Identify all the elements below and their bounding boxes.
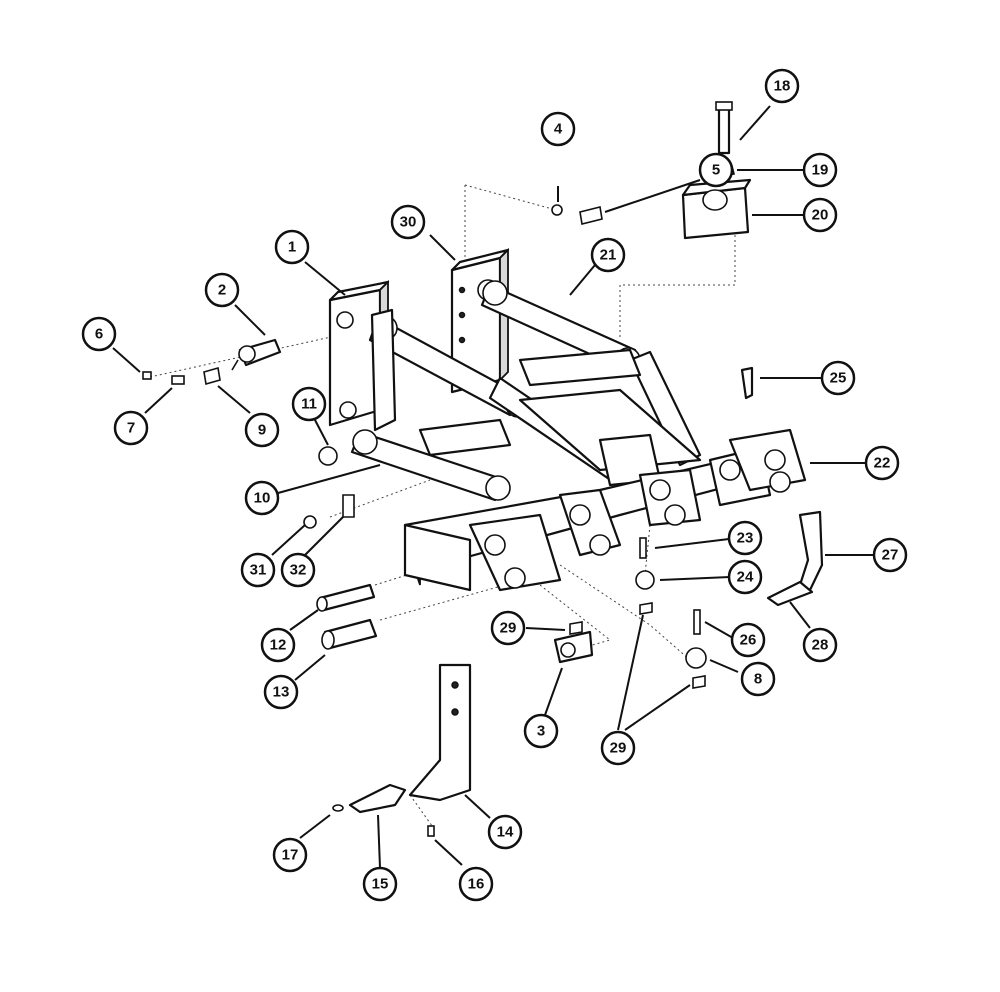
- callout-21: 21: [590, 237, 626, 273]
- callout-label: 4: [554, 121, 563, 138]
- callout-23: 23: [727, 520, 763, 556]
- callout-19: 19: [802, 152, 838, 188]
- callout-label: 27: [882, 547, 899, 564]
- callout-29-lower: 29: [600, 730, 636, 766]
- callout-label: 15: [372, 876, 389, 893]
- callout-13: 13: [263, 674, 299, 710]
- handle-part: [231, 338, 282, 371]
- callout-label: 16: [468, 876, 485, 893]
- callout-31: 31: [240, 552, 276, 588]
- cross-frame: [418, 348, 702, 487]
- callout-7: 7: [113, 410, 149, 446]
- callout-28: 28: [802, 627, 838, 663]
- callout-label: 25: [830, 370, 847, 387]
- callout-20: 20: [802, 197, 838, 233]
- callout-label: 12: [270, 637, 287, 654]
- callout-9: 9: [244, 412, 280, 448]
- callout-label: 31: [250, 562, 267, 579]
- callout-4: 4: [540, 111, 576, 147]
- callout-10: 10: [244, 480, 280, 516]
- callout-label: 18: [774, 78, 791, 95]
- callout-label: 30: [400, 214, 417, 231]
- callout-11: 11: [291, 386, 327, 422]
- callout-label: 29: [610, 740, 627, 757]
- callout-32: 32: [280, 552, 316, 588]
- callout-24: 24: [727, 559, 763, 595]
- callout-18: 18: [764, 68, 800, 104]
- callout-label: 13: [273, 684, 290, 701]
- callout-14: 14: [487, 814, 523, 850]
- callout-label: 32: [290, 562, 307, 579]
- callout-22: 22: [864, 445, 900, 481]
- small-hardware: [142, 204, 707, 689]
- callout-label: 21: [600, 247, 617, 264]
- callout-label: 10: [254, 490, 271, 507]
- callout-6: 6: [81, 316, 117, 352]
- callout-27: 27: [872, 537, 908, 573]
- callout-1: 1: [274, 229, 310, 265]
- callout-25: 25: [820, 360, 856, 396]
- callout-label: 23: [737, 530, 754, 547]
- callout-label: 20: [812, 207, 829, 224]
- callout-12: 12: [260, 627, 296, 663]
- callout-15: 15: [362, 866, 398, 902]
- callout-label: 3: [537, 723, 545, 740]
- parts-artwork: [142, 101, 824, 837]
- callout-label: 29: [500, 620, 517, 637]
- callout-label: 1: [288, 239, 296, 256]
- callout-30: 30: [390, 204, 426, 240]
- callout-label: 19: [812, 162, 829, 179]
- callout-label: 17: [282, 847, 299, 864]
- pins: [316, 583, 378, 650]
- callout-17: 17: [272, 837, 308, 873]
- callout-label: 7: [127, 420, 135, 437]
- callout-29-upper: 29: [490, 610, 526, 646]
- callout-label: 11: [301, 396, 317, 413]
- callout-3: 3: [523, 713, 559, 749]
- callout-26: 26: [730, 622, 766, 658]
- clamp-assembly: [681, 101, 752, 240]
- callout-label: 26: [740, 632, 757, 649]
- callout-label: 22: [874, 455, 891, 472]
- callout-label: 6: [95, 326, 103, 343]
- clip-part: [740, 366, 754, 400]
- callout-label: 9: [258, 422, 266, 439]
- leader-lines: [112, 105, 875, 869]
- callout-label: 5: [712, 162, 720, 179]
- callout-label: 24: [737, 569, 754, 586]
- shank-lower: [332, 663, 472, 837]
- callout-8: 8: [740, 661, 776, 697]
- shank-right: [766, 510, 824, 607]
- callout-label: 2: [218, 282, 226, 299]
- shank-brackets: [468, 428, 807, 592]
- callout-2: 2: [204, 272, 240, 308]
- callout-label: 28: [812, 637, 829, 654]
- callout-16: 16: [458, 866, 494, 902]
- callout-5: 5: [698, 152, 734, 188]
- callout-label: 14: [497, 824, 514, 841]
- callout-label: 8: [754, 671, 762, 688]
